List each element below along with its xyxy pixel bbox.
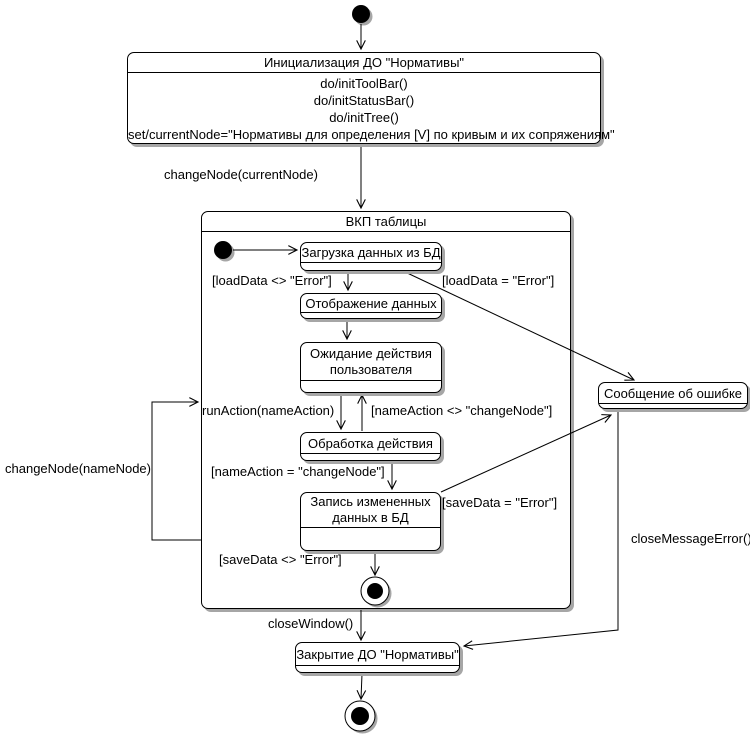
state-error-message-title: Сообщение об ошибке <box>603 385 743 401</box>
state-init-do-actions: do/initToolBar() do/initStatusBar() do/i… <box>128 73 615 143</box>
edge-close-to-final <box>356 673 367 701</box>
state-save-data: Запись измененных данных в БД <box>300 492 441 551</box>
label-load-error: [loadData = "Error"] <box>442 273 555 288</box>
inner-initial-node <box>214 241 232 259</box>
state-save-data-title: Запись измененных данных в БД <box>310 494 431 525</box>
inner-final-node-dot <box>367 583 383 599</box>
label-load-ok: [loadData <> "Error"] <box>212 273 332 288</box>
label-name-action-eq: [nameAction = "changeNode"] <box>211 464 385 479</box>
edge-save-error-to-message <box>440 414 613 493</box>
final-node-dot <box>351 707 369 725</box>
state-close-do-title: Закрытие ДО "Нормативы" <box>296 646 459 662</box>
label-close-window: closeWindow() <box>268 616 354 631</box>
label-save-error: [saveData = "Error"] <box>442 495 558 510</box>
edge-load-error-to-message <box>402 270 636 381</box>
state-error-message-compartment <box>599 403 747 408</box>
action-init-toolbar: do/initToolBar() <box>320 76 408 91</box>
composite-state-title: ВКП таблицы <box>202 212 570 232</box>
state-load-data-title: Загрузка данных из БД <box>301 245 441 260</box>
label-name-action-neq: [nameAction <> "changeNode"] <box>371 403 553 418</box>
label-change-node-name: changeNode(nameNode) <box>5 461 151 476</box>
initial-node <box>352 5 370 23</box>
state-display-data-compartment <box>301 312 441 318</box>
action-init-tree: do/initTree() <box>329 110 399 125</box>
state-display-data-title: Отображение данных <box>305 295 437 311</box>
action-set-current-node: set/currentNode="Нормативы для определен… <box>128 127 615 142</box>
state-wait-user-compartment <box>301 380 441 392</box>
action-init-statusbar: do/initStatusBar() <box>313 93 415 108</box>
state-load-data-compartment <box>301 262 441 270</box>
edge-message-to-close <box>462 409 619 650</box>
state-close-do: Закрытие ДО "Нормативы" <box>295 642 460 673</box>
state-save-data-compartment <box>301 527 440 550</box>
state-wait-user-title: Ожидание действия пользователя <box>310 345 432 377</box>
state-process-action-title: Обработка действия <box>308 435 433 451</box>
label-close-message-error: closeMessageError() <box>631 531 750 546</box>
state-wait-user: Ожидание действия пользователя <box>300 342 442 393</box>
label-run-action: runAction(nameAction) <box>202 403 335 418</box>
state-error-message: Сообщение об ошибке <box>598 382 748 409</box>
state-init-do: Инициализация ДО "Нормативы" do/initTool… <box>127 52 615 144</box>
label-change-node-current: changeNode(currentNode) <box>164 167 318 182</box>
state-process-action-compartment <box>301 453 440 460</box>
state-load-data: Загрузка данных из БД <box>300 242 442 271</box>
edge-vkp-self-loop <box>151 397 201 541</box>
state-init-do-title: Инициализация ДО "Нормативы" <box>128 53 600 73</box>
state-display-data: Отображение данных <box>300 293 442 319</box>
state-process-action: Обработка действия <box>300 432 441 461</box>
state-close-do-compartment <box>296 665 459 672</box>
label-save-ok: [saveData <> "Error"] <box>219 552 342 567</box>
